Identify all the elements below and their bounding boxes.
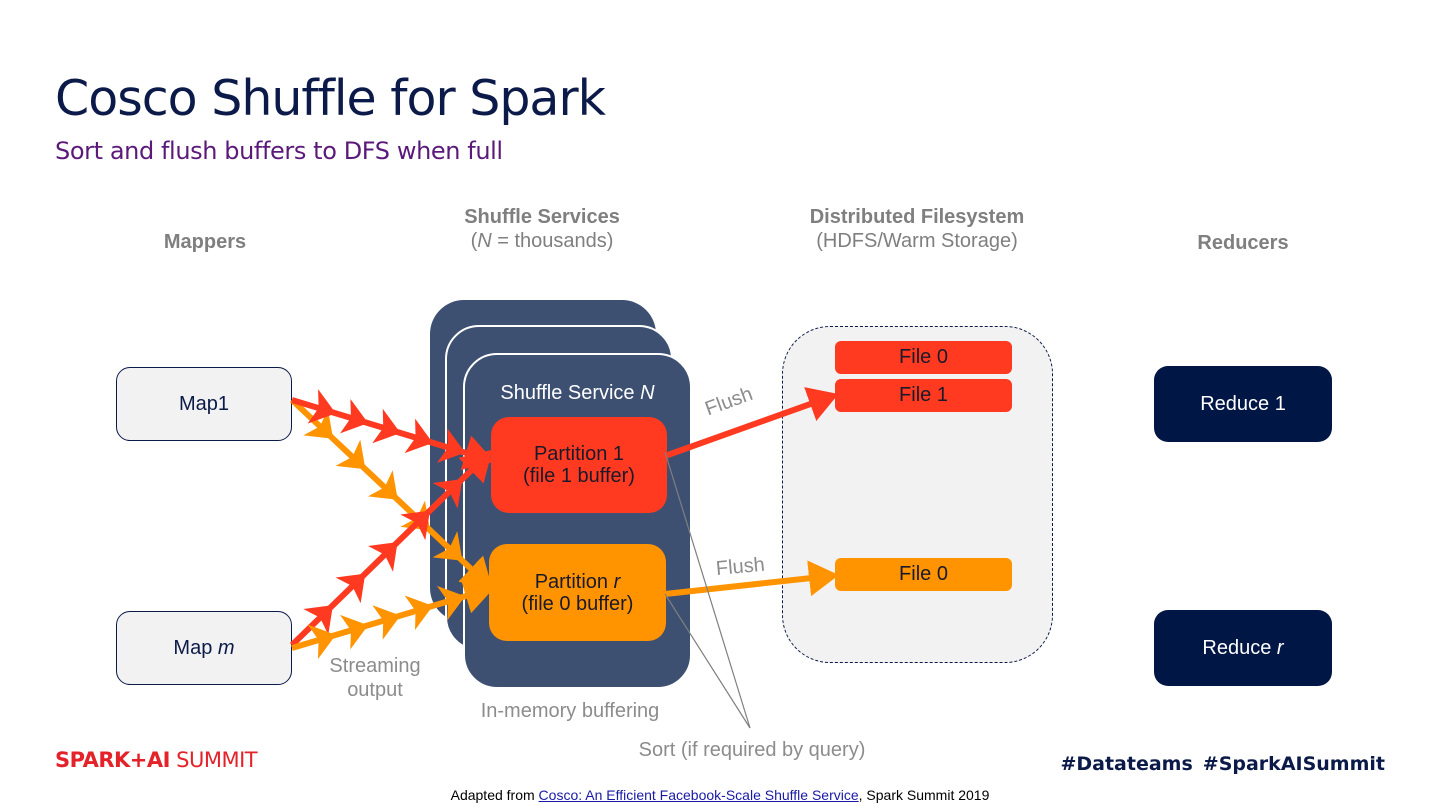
stream-mapm-to-partition-1-chevron <box>303 605 333 635</box>
stream-map1-to-partition-1-chevron <box>436 428 466 463</box>
stream-map1-to-partition-1-chevron <box>404 418 433 454</box>
mappers-heading: Mappers <box>105 230 305 254</box>
shuffle-services-heading: Shuffle Services (N = thousands) <box>432 205 652 253</box>
stream-mapm-to-partition-1-chevron <box>400 510 430 541</box>
shuffle-service-label: Shuffle Service N <box>500 382 655 404</box>
hashtags: #Datateams #SparkAISummit <box>1060 753 1385 775</box>
stream-mapm-to-partition-1-chevron <box>367 542 398 572</box>
flush-arrow-partition-1-to-file-1 <box>663 387 839 459</box>
hashtag-datateams: #Datateams <box>1060 753 1193 775</box>
streaming-arrows <box>289 387 839 660</box>
dfs-file-red-0: File 0 <box>835 341 1012 374</box>
stream-mapm-to-partition-r-chevron <box>404 595 433 631</box>
stream-mapm-to-partition-1-chevron <box>432 479 463 509</box>
flush-arrow-partition-r-to-file-0 <box>664 560 839 597</box>
stream-map1-to-partition-1-chevron <box>372 408 401 444</box>
stream-map1-to-partition-r-chevron <box>303 409 334 439</box>
stream-map1-to-partition-r-chevron <box>335 439 366 470</box>
citation-link[interactable]: Cosco: An Efficient Facebook-Scale Shuff… <box>538 787 859 803</box>
partition-1-buffer: Partition 1 (file 1 buffer) <box>491 417 667 513</box>
stream-mapm-to-partition-r-chevron <box>340 614 369 650</box>
hashtag-sparkaisummit: #SparkAISummit <box>1202 753 1385 775</box>
spark-ai-summit-logo: SPARK+AI SUMMIT <box>55 748 258 772</box>
mapper-1: Map 1 <box>116 367 292 441</box>
slide-subtitle: Sort and flush buffers to DFS when full <box>55 137 503 165</box>
dfs-heading-note: (HDFS/Warm Storage) <box>816 230 1018 252</box>
slide-title: Cosco Shuffle for Spark <box>55 70 606 127</box>
sort-pointer-line-partition-r <box>664 593 751 729</box>
stream-map1-to-partition-1-chevron <box>339 398 369 434</box>
shuffle-services-heading-text: Shuffle Services <box>464 206 620 228</box>
stream-mapm-to-partition-r-chevron <box>437 585 466 621</box>
streaming-output-label: Streaming output <box>329 655 421 701</box>
citation: Adapted from Cosco: An Efficient Faceboo… <box>450 787 990 803</box>
stream-mapm-to-partition-r-chevron <box>307 624 336 660</box>
reducer-1: Reduce 1 <box>1154 366 1332 442</box>
dfs-heading-text: Distributed Filesystem <box>809 206 1025 228</box>
sort-pointer-line-partition-1 <box>664 451 751 729</box>
stream-map1-to-partition-r-chevron <box>367 470 398 500</box>
mapper-m: Map m <box>116 611 292 685</box>
dfs-heading: Distributed Filesystem (HDFS/Warm Storag… <box>787 205 1047 253</box>
reducer-r: Reduce r <box>1154 610 1332 686</box>
reducers-heading-text: Reducers <box>1197 232 1289 254</box>
flush-label-bottom: Flush <box>715 553 766 580</box>
in-memory-buffering-label: In-memory buffering <box>480 700 660 722</box>
dfs-file-red-1: File 1 <box>835 379 1012 412</box>
stream-map1-to-partition-r-chevron <box>432 531 463 561</box>
sort-label: Sort (if required by query) <box>638 739 866 761</box>
dfs-file-orange-0: File 0 <box>835 558 1012 591</box>
partition-r-buffer: Partition r (file 0 buffer) <box>489 544 666 641</box>
shuffle-services-note: (N = thousands) <box>470 230 614 252</box>
mappers-heading-text: Mappers <box>163 231 247 253</box>
reducers-heading: Reducers <box>1143 231 1343 255</box>
stream-mapm-to-partition-r-chevron <box>372 605 401 640</box>
stream-map1-to-partition-1-chevron <box>307 389 336 424</box>
stream-mapm-to-partition-1-chevron <box>335 573 366 604</box>
